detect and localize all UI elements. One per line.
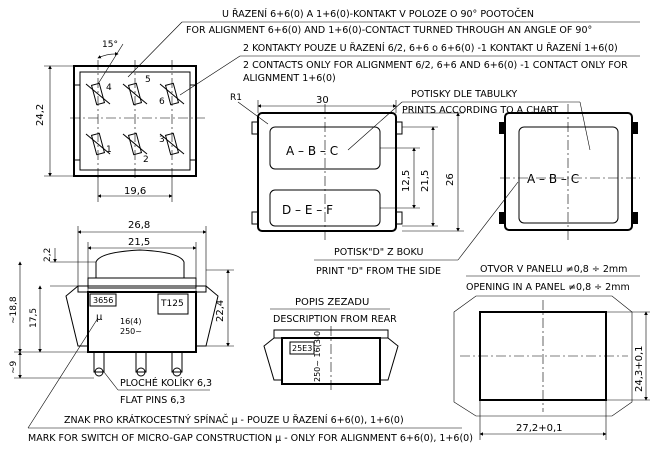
dim-21-5-side: 21,5 bbox=[128, 237, 150, 248]
dim-9: ~9 bbox=[9, 360, 19, 374]
print-abc-side: A – B – C bbox=[527, 172, 579, 186]
front-view: A – B – C D – E – F R1 30 12,5 21,5 26 bbox=[230, 93, 464, 240]
pin-number-1: 1 bbox=[106, 145, 112, 155]
panel-opening: OTVOR V PANELU ≠0,8 ÷ 2mm OPENING IN A P… bbox=[453, 264, 650, 440]
rating-250: 250~ bbox=[120, 327, 142, 336]
print-note-cz: POTISKY DLE TABULKY bbox=[411, 89, 517, 100]
rear-rating: 250~ 16(3)0 bbox=[313, 331, 322, 382]
pin-right bbox=[171, 351, 183, 373]
dim-height-pin-view: 24,2 bbox=[35, 104, 46, 126]
micro-gap-mark: μ bbox=[96, 312, 103, 323]
pin-number-5: 5 bbox=[145, 75, 151, 85]
right-rocker-face bbox=[518, 126, 619, 224]
print-abc: A – B – C bbox=[286, 144, 338, 158]
print-note-en: PRINTS ACCORDING TO A CHART bbox=[402, 105, 558, 116]
note2-en-1: 2 CONTACTS ONLY FOR ALIGNMENT 6/2, 6+6 A… bbox=[243, 60, 628, 71]
angle-label: 15° bbox=[102, 40, 118, 50]
flat-pins-cz: PLOCHÉ KOLÍKY 6,3 bbox=[120, 377, 212, 389]
note2-en-2: ALIGNMENT 1+6(0) bbox=[243, 73, 336, 84]
pin-number-3: 3 bbox=[159, 135, 165, 145]
pin-number-2: 2 bbox=[143, 155, 149, 165]
dim-cutout-width: 27,2+0,1 bbox=[516, 423, 563, 434]
print-def: D – E – F bbox=[282, 203, 333, 217]
rear-title-cz: POPIS ZEZADU bbox=[295, 297, 369, 308]
rear-view: POPIS ZEZADU DESCRIPTION FROM REAR 25E3 … bbox=[263, 297, 399, 392]
dim-17-5: 17,5 bbox=[29, 308, 39, 328]
pin-middle bbox=[135, 351, 147, 373]
part-number: 3656 bbox=[93, 296, 113, 305]
dim-18-8: ~18,8 bbox=[9, 296, 19, 324]
dim-12-5: 12,5 bbox=[401, 170, 412, 192]
dim-26: 26 bbox=[445, 173, 456, 186]
side-print-en: PRINT "D" FROM THE SIDE bbox=[316, 266, 441, 277]
note2-cz: 2 KONTAKTY POUZE U ŘAZENÍ 6/2, 6+6 o 6+6… bbox=[243, 42, 618, 54]
panel-plate bbox=[453, 295, 633, 417]
dim-cutout-height: 24,3+0,1 bbox=[634, 345, 645, 392]
dim-pitch-width: 19,6 bbox=[124, 186, 146, 197]
micro-gap-en: MARK FOR SWITCH OF MICRO-GAP CONSTRUCTIO… bbox=[28, 433, 473, 444]
front-outline bbox=[257, 112, 397, 232]
pin-left bbox=[93, 351, 105, 373]
dim-front-width: 30 bbox=[316, 95, 329, 106]
flat-pins-en: FLAT PINS 6,3 bbox=[120, 395, 185, 406]
top-notes: U ŘAZENÍ 6+6(0) A 1+6(0)-KONTAKT V POLOZ… bbox=[127, 8, 640, 96]
micro-gap-cz: ZNAK PRO KRÁTKOCESTNÝ SPÍNAČ μ - POUZE U… bbox=[64, 414, 404, 426]
note1-cz: U ŘAZENÍ 6+6(0) A 1+6(0)-KONTAKT V POLOZ… bbox=[222, 8, 534, 20]
pin-number-6: 6 bbox=[159, 97, 165, 107]
rating-16-4: 16(4) bbox=[120, 317, 142, 326]
side-print-cz: POTISK"D" Z BOKU bbox=[334, 247, 423, 258]
dim-26-8: 26,8 bbox=[128, 220, 150, 231]
dim-2-2: 2,2 bbox=[43, 248, 53, 262]
pin-number-4: 4 bbox=[106, 83, 112, 93]
rating-t125: T125 bbox=[160, 299, 184, 309]
rear-title-en: DESCRIPTION FROM REAR bbox=[273, 314, 397, 325]
pin-group bbox=[85, 82, 185, 156]
side-print-callout: POTISK"D" Z BOKU PRINT "D" FROM THE SIDE bbox=[314, 181, 519, 277]
print-callout: POTISKY DLE TABULKY PRINTS ACCORDING TO … bbox=[347, 89, 591, 151]
opening-en: OPENING IN A PANEL ≠0,8 ÷ 2mm bbox=[466, 282, 630, 293]
note1-en: FOR ALIGNMENT 6+6(0) AND 1+6(0)-CONTACT … bbox=[186, 25, 592, 36]
right-view: A – B – C bbox=[499, 104, 640, 240]
dim-21-5-front: 21,5 bbox=[420, 170, 431, 192]
dim-22-4: 22,4 bbox=[215, 300, 226, 322]
rear-code: 25E3 bbox=[292, 344, 312, 353]
radius-label: R1 bbox=[230, 93, 242, 103]
side-view: 3656 T125 16(4) 250~ μ 26,8 21,5 2,2 ~18… bbox=[9, 220, 473, 444]
rocker-button bbox=[95, 249, 185, 279]
pin-view: 4 5 6 1 2 3 15° 24,2 19,6 bbox=[35, 40, 205, 202]
opening-cz: OTVOR V PANELU ≠0,8 ÷ 2mm bbox=[480, 264, 627, 275]
right-outline bbox=[504, 112, 633, 231]
